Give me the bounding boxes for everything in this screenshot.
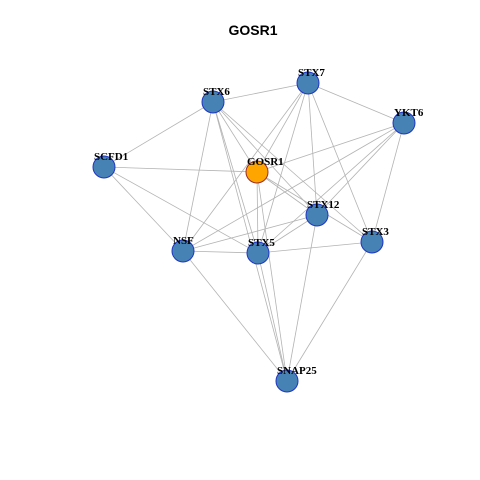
- node-stx7: [296, 71, 320, 95]
- node-snap25: [275, 369, 299, 393]
- node-label-stx5: STX5: [248, 237, 275, 249]
- edge-stx5-snap25: [257, 252, 288, 382]
- node-label-nsf: NSF: [173, 235, 194, 247]
- edge-stx3-snap25: [286, 241, 373, 382]
- node-label-stx3: STX3: [362, 226, 389, 238]
- edge-stx6-stx3: [212, 101, 373, 243]
- edge-scfd1-nsf: [103, 166, 184, 252]
- edge-stx7-gosr1: [256, 82, 309, 173]
- edge-stx7-stx12: [307, 82, 318, 216]
- edge-ykt6-gosr1: [256, 122, 405, 173]
- edge-ykt6-stx3: [371, 122, 405, 243]
- node-label-scfd1: SCFD1: [94, 151, 128, 163]
- node-label-snap25: SNAP25: [277, 365, 317, 377]
- node-layer: [92, 71, 416, 393]
- edge-stx12-snap25: [286, 214, 318, 382]
- edge-stx6-snap25: [212, 101, 288, 382]
- edge-stx12-nsf: [182, 214, 318, 252]
- edge-scfd1-gosr1: [103, 166, 258, 173]
- edge-layer: [103, 82, 405, 382]
- edge-stx6-stx7: [212, 82, 309, 103]
- edge-ykt6-stx12: [316, 122, 405, 216]
- node-label-ykt6: YKT6: [394, 107, 424, 119]
- edge-gosr1-snap25: [256, 171, 288, 382]
- edge-stx6-scfd1: [103, 101, 214, 168]
- edge-stx7-ykt6: [307, 82, 405, 124]
- edge-stx5-stx3: [257, 241, 373, 254]
- node-scfd1: [92, 155, 116, 179]
- node-nsf: [171, 239, 195, 263]
- graph-title: GOSR1: [228, 22, 277, 38]
- node-label-stx7: STX7: [298, 67, 325, 79]
- edge-stx12-stx5: [257, 214, 318, 254]
- edge-scfd1-stx5: [103, 166, 259, 254]
- edge-stx6-nsf: [182, 101, 214, 252]
- edge-gosr1-stx12: [256, 171, 318, 216]
- edge-nsf-stx5: [182, 250, 259, 254]
- edge-stx7-stx5: [257, 82, 309, 254]
- node-label-stx6: STX6: [203, 86, 230, 98]
- node-ykt6: [392, 111, 416, 135]
- edge-stx7-stx3: [307, 82, 373, 243]
- edge-gosr1-stx5: [256, 171, 259, 254]
- node-stx5: [246, 241, 270, 265]
- edge-ykt6-stx5: [257, 122, 405, 254]
- node-stx12: [305, 203, 329, 227]
- edge-stx6-gosr1: [212, 101, 258, 173]
- node-stx3: [360, 230, 384, 254]
- node-label-gosr1: GOSR1: [247, 156, 284, 168]
- edge-nsf-snap25: [182, 250, 288, 382]
- node-stx6: [201, 90, 225, 114]
- node-gosr1: [245, 160, 269, 184]
- edge-ykt6-nsf: [182, 122, 405, 252]
- node-label-stx12: STX12: [307, 199, 340, 211]
- edge-stx6-stx5: [212, 101, 259, 254]
